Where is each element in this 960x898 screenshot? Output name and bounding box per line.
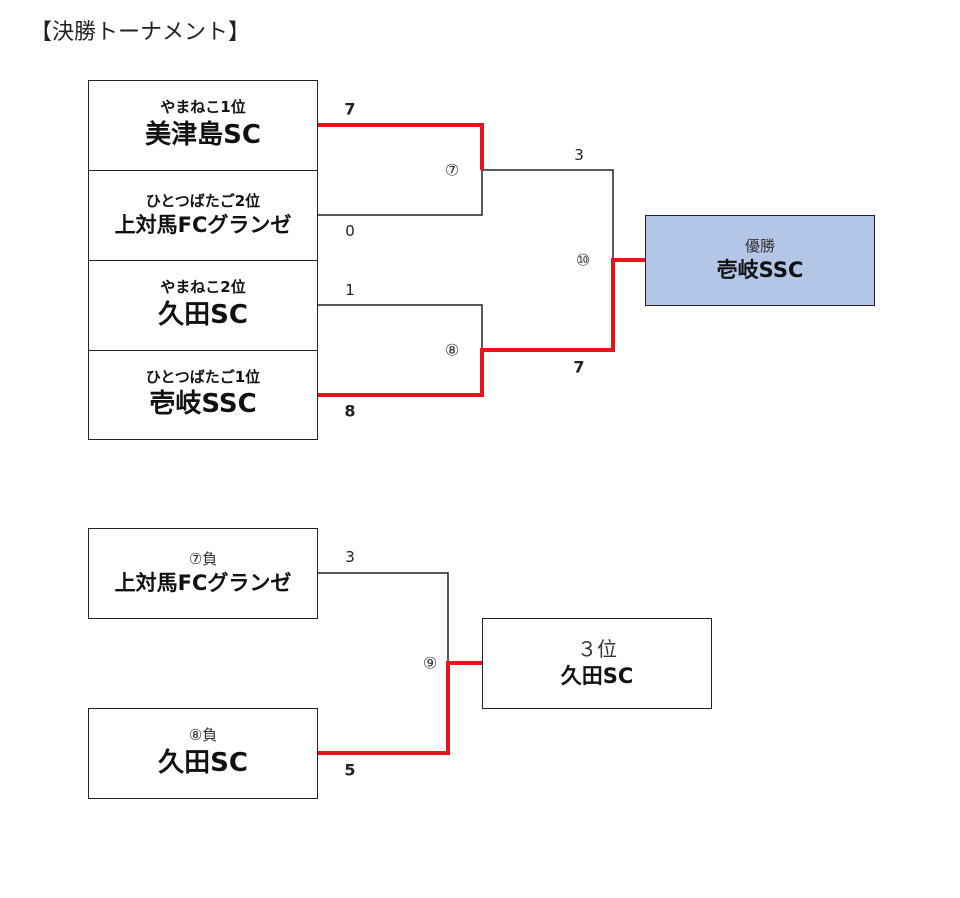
bracket-line xyxy=(318,572,449,663)
team-name: 上対馬FCグランゼ xyxy=(114,571,292,596)
team-seed: ⑦負 xyxy=(188,549,218,568)
team-seed: やまねこ2位 xyxy=(160,278,246,297)
score: 3 xyxy=(574,146,584,164)
winner-line xyxy=(318,123,484,170)
match-number: ⑧ xyxy=(444,340,460,360)
match-number: ⑩ xyxy=(575,250,591,270)
team-name: 久田SC xyxy=(158,299,248,330)
team-name: 壱岐SSC xyxy=(149,389,257,420)
score: 5 xyxy=(344,760,356,780)
third-place-label: ３位 xyxy=(577,637,617,662)
third-place-box: ３位 久田SC xyxy=(482,618,712,709)
team-box-3: やまねこ2位 久田SC xyxy=(88,260,318,351)
page-title: 【決勝トーナメント】 xyxy=(30,20,251,45)
champion-box: 優勝 壱岐SSC xyxy=(645,215,875,306)
team-box-4: ひとつばたご1位 壱岐SSC xyxy=(88,350,318,440)
team-seed: ⑧負 xyxy=(188,726,218,745)
team-seed: ひとつばたご2位 xyxy=(145,191,261,210)
match-number: ⑦ xyxy=(444,160,460,180)
team-name: 久田SC xyxy=(158,747,248,778)
team-box-2: ひとつばたご2位 上対馬FCグランゼ xyxy=(88,170,318,261)
match-number: ⑨ xyxy=(422,653,438,673)
team-seed: ひとつばたご1位 xyxy=(145,367,261,386)
winner-line xyxy=(318,258,645,397)
score: 0 xyxy=(345,222,355,240)
team-name: 上対馬FCグランゼ xyxy=(114,213,292,238)
score: 1 xyxy=(345,281,355,299)
champion-label: 優勝 xyxy=(744,236,775,255)
score: 3 xyxy=(345,548,355,566)
bracket-line xyxy=(482,169,614,260)
team-seed: やまねこ1位 xyxy=(160,98,246,117)
third-place-name: 久田SC xyxy=(560,664,634,689)
third-team-box-1: ⑦負 上対馬FCグランゼ xyxy=(88,528,318,619)
bracket-line xyxy=(318,170,483,216)
team-box-1: やまねこ1位 美津島SC xyxy=(88,80,318,171)
score: 7 xyxy=(344,99,356,119)
score: 8 xyxy=(344,401,356,421)
score: 7 xyxy=(573,357,585,377)
team-name: 美津島SC xyxy=(145,119,261,150)
third-team-box-2: ⑧負 久田SC xyxy=(88,708,318,799)
champion-name: 壱岐SSC xyxy=(716,258,804,283)
winner-line xyxy=(318,661,482,755)
bracket-line xyxy=(318,304,483,350)
